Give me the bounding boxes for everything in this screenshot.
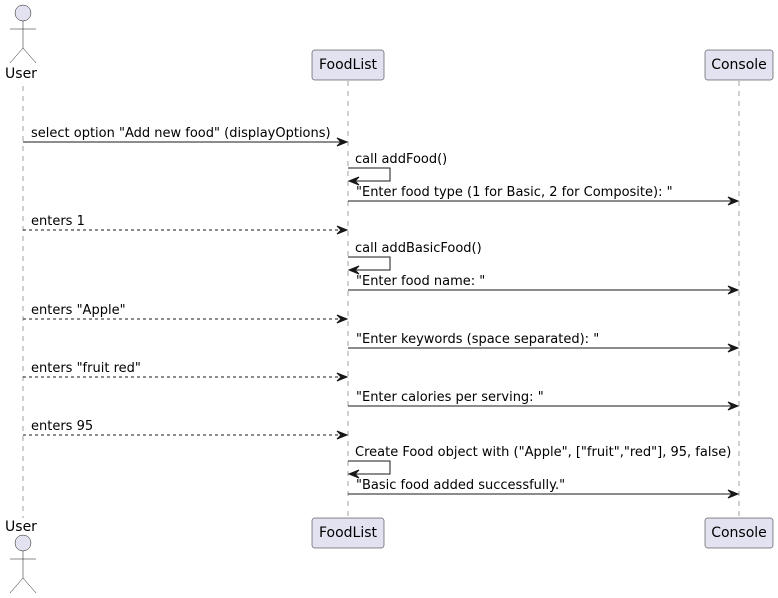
participant-foodlist-bottom-label: FoodList — [319, 525, 378, 541]
message-5-label: call addBasicFood() — [355, 241, 482, 256]
message-3: "Enter food type (1 for Basic, 2 for Com… — [348, 185, 740, 206]
participant-foodlist-top: FoodList — [311, 49, 385, 81]
message-6-label: "Enter food name: " — [356, 274, 485, 289]
message-6-arrowhead — [727, 285, 740, 295]
message-5-arrow — [348, 256, 391, 271]
message-3-label: "Enter food type (1 for Basic, 2 for Com… — [356, 185, 673, 200]
message-11-label: enters 95 — [31, 419, 93, 434]
message-1-arrowhead — [336, 137, 349, 147]
actor-user-bottom-leg-left — [9, 577, 24, 594]
message-2: call addFood() — [347, 152, 447, 186]
actor-user-top-leg-left — [9, 47, 24, 64]
message-12-arrow — [348, 460, 391, 475]
message-9: enters "fruit red" — [23, 361, 349, 382]
participant-console-top-box — [704, 49, 774, 81]
message-9-label: enters "fruit red" — [31, 361, 141, 376]
message-2-arrowhead — [347, 176, 360, 186]
message-13: "Basic food added successfully." — [348, 478, 740, 499]
actor-user-bottom-leg-right — [22, 577, 37, 594]
message-2-arrow — [348, 167, 391, 182]
message-6: "Enter food name: " — [348, 274, 740, 295]
message-10-label: "Enter calories per serving: " — [356, 390, 544, 405]
participant-console-bottom-label: Console — [711, 525, 767, 541]
message-8: "Enter keywords (space separated): " — [348, 332, 740, 353]
participant-foodlist-top-label: FoodList — [319, 57, 378, 73]
message-11: enters 95 — [23, 419, 349, 440]
message-10: "Enter calories per serving: " — [348, 390, 740, 411]
message-4-label: enters 1 — [31, 214, 85, 229]
message-5-arrowhead — [347, 265, 360, 275]
actor-user-bottom-head — [14, 534, 32, 552]
message-1-label: select option "Add new food" (displayOpt… — [31, 126, 331, 141]
message-12-label: Create Food object with ("Apple", ["frui… — [355, 445, 731, 460]
participant-console-bottom-box — [704, 517, 774, 549]
actor-user-top-head — [14, 4, 32, 22]
participant-foodlist-bottom: FoodList — [311, 517, 385, 549]
message-4-arrowhead — [336, 225, 349, 235]
actor-user-top-label: User — [5, 66, 37, 82]
message-7-arrowhead — [336, 314, 349, 324]
message-12: Create Food object with ("Apple", ["frui… — [347, 445, 731, 479]
message-7-label: enters "Apple" — [31, 303, 126, 318]
message-5: call addBasicFood() — [347, 241, 482, 275]
message-13-label: "Basic food added successfully." — [356, 478, 565, 493]
messages-group: select option "Add new food" (displayOpt… — [23, 126, 740, 499]
message-7: enters "Apple" — [23, 303, 349, 324]
message-9-arrowhead — [336, 372, 349, 382]
participant-console-bottom: Console — [704, 517, 774, 549]
actor-user-bottom: User — [5, 519, 37, 594]
message-8-arrowhead — [727, 343, 740, 353]
message-8-label: "Enter keywords (space separated): " — [356, 332, 599, 347]
message-2-label: call addFood() — [355, 152, 447, 167]
participant-console-top-label: Console — [711, 57, 767, 73]
message-12-arrowhead — [347, 469, 360, 479]
message-10-arrowhead — [727, 401, 740, 411]
message-4: enters 1 — [23, 214, 349, 235]
actor-user-top-leg-right — [22, 47, 37, 64]
message-3-arrowhead — [727, 196, 740, 206]
participant-console-top: Console — [704, 49, 774, 81]
participant-foodlist-top-box — [311, 49, 385, 81]
message-1: select option "Add new food" (displayOpt… — [23, 126, 349, 147]
actor-user-bottom-label: User — [5, 519, 37, 535]
participant-foodlist-bottom-box — [311, 517, 385, 549]
message-11-arrowhead — [336, 430, 349, 440]
message-13-arrowhead — [727, 489, 740, 499]
actor-user-top: User — [5, 4, 37, 82]
